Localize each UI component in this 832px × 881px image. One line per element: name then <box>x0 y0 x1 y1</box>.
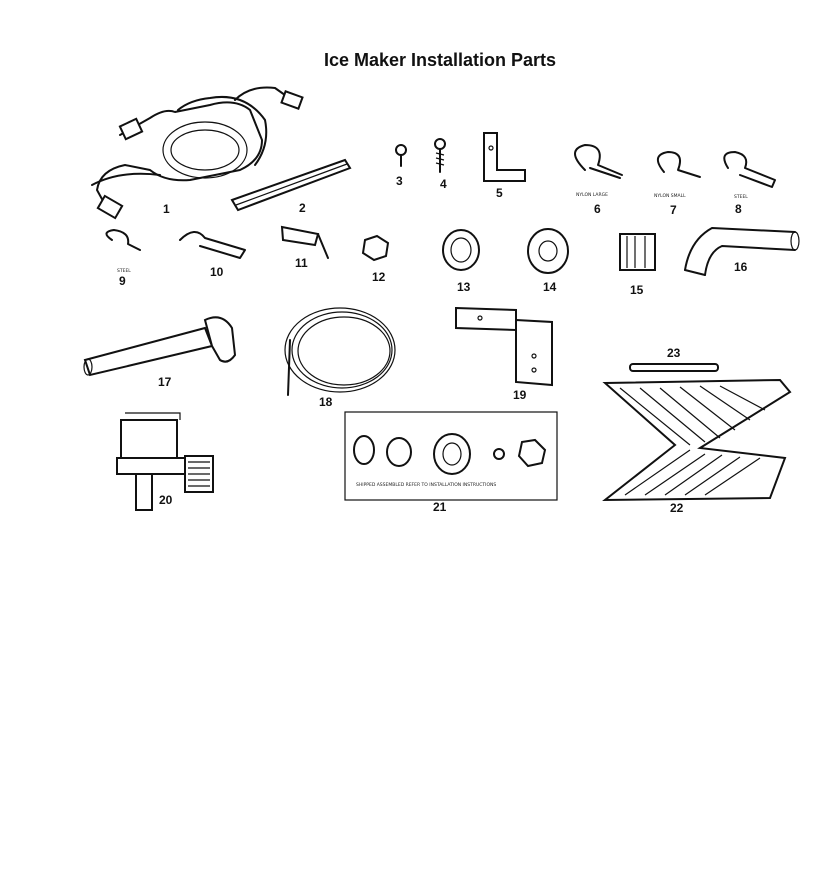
part-label-11: 11 <box>295 256 308 270</box>
part-16-elbow-tube <box>684 227 800 276</box>
part-12-nut <box>361 234 390 262</box>
part-label-23: 23 <box>667 346 681 360</box>
part-label-15: 15 <box>630 283 644 297</box>
part-19-bracket <box>455 306 553 387</box>
diagram-title: Ice Maker Installation Parts <box>323 50 557 70</box>
part-label-22: 22 <box>670 501 684 515</box>
sublabel-steel-9: STEEL <box>117 268 131 274</box>
sublabel-assembly-note: SHIPPED ASSEMBLED REFER TO INSTALLATION … <box>356 482 496 488</box>
part-23-pin <box>629 363 719 372</box>
part-20-water-valve <box>116 412 214 511</box>
part-label-6: 6 <box>594 202 601 216</box>
sublabel-nylon-large: NYLON LARGE <box>576 192 608 198</box>
part-label-8: 8 <box>735 202 742 216</box>
part-14-washer <box>527 228 569 274</box>
part-label-4: 4 <box>440 177 447 191</box>
part-label-17: 17 <box>158 375 172 389</box>
part-label-7: 7 <box>670 203 677 217</box>
part-1-wire-harness <box>91 86 304 220</box>
part-label-14: 14 <box>543 280 557 294</box>
part-label-18: 18 <box>319 395 333 409</box>
part-6-large-clamp <box>574 144 623 179</box>
part-13-grommet <box>442 229 480 271</box>
part-5-angle-bracket <box>483 132 526 182</box>
part-7-small-clamp <box>657 151 701 178</box>
part-22-shelf-rack <box>602 378 792 502</box>
part-label-9: 9 <box>119 274 126 288</box>
part-9-steel-clamp <box>105 229 141 251</box>
part-label-3: 3 <box>396 174 403 188</box>
part-11-tab-bracket <box>280 225 329 259</box>
sublabel-nylon-small: NYLON SMALL <box>654 193 686 199</box>
part-label-2: 2 <box>299 201 306 215</box>
part-3-screw <box>395 144 407 167</box>
part-label-21: 21 <box>433 500 447 514</box>
part-label-1: 1 <box>163 202 170 216</box>
part-4-screw <box>434 138 446 173</box>
part-17-fill-tube <box>83 316 237 377</box>
part-label-16: 16 <box>734 260 748 274</box>
part-18-coiled-tubing <box>284 307 396 396</box>
part-label-12: 12 <box>372 270 386 284</box>
sublabel-steel-8: STEEL <box>734 194 748 200</box>
part-label-5: 5 <box>496 186 503 200</box>
part-label-20: 20 <box>159 493 173 507</box>
part-label-10: 10 <box>210 265 224 279</box>
part-label-13: 13 <box>457 280 471 294</box>
part-10-strap <box>179 231 246 259</box>
part-label-19: 19 <box>513 388 527 402</box>
part-15-clip <box>619 233 656 271</box>
part-21-fitting-assembly <box>344 411 558 501</box>
part-2-channel-strip <box>230 158 352 212</box>
part-8-steel-clamp <box>723 151 776 188</box>
